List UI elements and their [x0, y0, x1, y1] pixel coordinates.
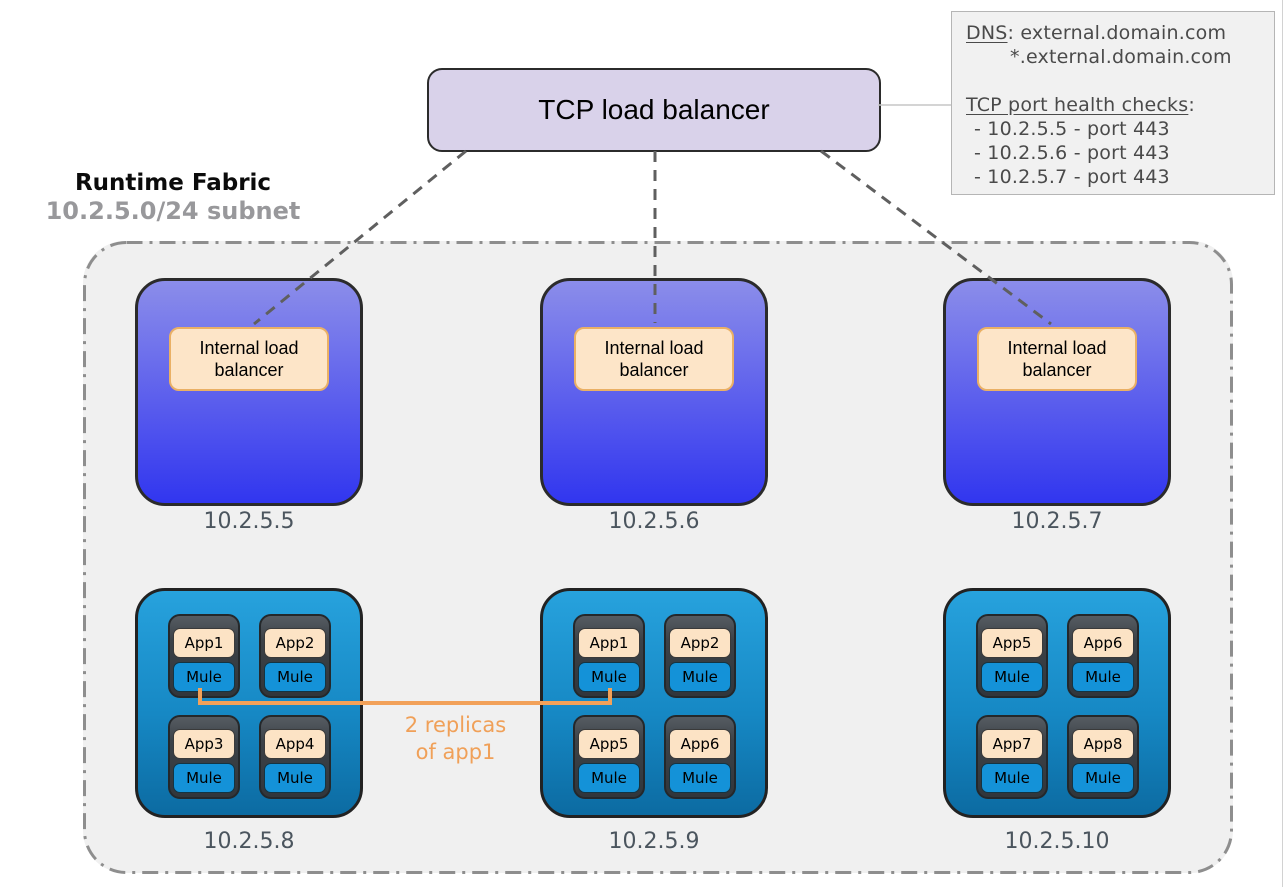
app-container: App5 Mule: [573, 715, 645, 799]
lb-node-10-2-5-7: Internal load balancer: [943, 278, 1171, 506]
app-container: App8 Mule: [1067, 715, 1139, 799]
mule-runtime-tile: Mule: [669, 763, 731, 793]
app-tile: App2: [669, 628, 731, 658]
canvas-right-edge: [1282, 0, 1283, 887]
worker-node-10-2-5-9: App1 Mule App2 Mule App5 Mule App6 Mule: [540, 588, 768, 818]
internal-lb-label: Internal load balancer: [199, 338, 299, 380]
mule-runtime-tile: Mule: [264, 662, 326, 692]
app-tile: App5: [578, 729, 640, 759]
health-checks-colon: :: [1188, 94, 1195, 116]
app-container: App6 Mule: [1067, 614, 1139, 698]
dns-value: : external.domain.com: [1007, 22, 1227, 44]
app-container: App1 Mule: [573, 614, 645, 698]
app-tile: App1: [173, 628, 235, 658]
app-container: App1 Mule: [168, 614, 240, 698]
mule-runtime-tile: Mule: [578, 662, 640, 692]
app-container: App2 Mule: [259, 614, 331, 698]
mule-runtime-tile: Mule: [173, 763, 235, 793]
mule-runtime-tile: Mule: [1072, 662, 1134, 692]
internal-lb-label: Internal load balancer: [604, 338, 704, 380]
health-check-item: - 10.2.5.7 - port 443: [974, 166, 1170, 188]
app-tile: App1: [578, 628, 640, 658]
internal-lb-chip: Internal load balancer: [169, 327, 329, 391]
dns-wildcard-line: *.external.domain.com: [1010, 46, 1232, 68]
app-container: App5 Mule: [976, 614, 1048, 698]
mule-runtime-tile: Mule: [578, 763, 640, 793]
fabric-subnet-label: 10.2.5.0/24 subnet: [45, 197, 301, 225]
worker-node-10-2-5-10: App5 Mule App6 Mule App7 Mule App8 Mule: [943, 588, 1171, 818]
dns-label: DNS: [966, 22, 1008, 44]
mule-runtime-tile: Mule: [981, 662, 1043, 692]
app-tile: App3: [173, 729, 235, 759]
app-tile: App4: [264, 729, 326, 759]
app-container: App7 Mule: [976, 715, 1048, 799]
node-ip-label: 10.2.5.6: [608, 509, 700, 534]
fabric-title: Runtime Fabric: [74, 170, 272, 196]
internal-lb-label: Internal load balancer: [1007, 338, 1107, 380]
lb-node-10-2-5-5: Internal load balancer: [135, 278, 363, 506]
mule-runtime-tile: Mule: [173, 662, 235, 692]
health-check-item: - 10.2.5.5 - port 443: [974, 118, 1170, 140]
worker-node-10-2-5-8: App1 Mule App2 Mule App3 Mule App4 Mule: [135, 588, 363, 818]
dns-callout-box: DNS: external.domain.com *.external.doma…: [951, 11, 1275, 195]
app-tile: App8: [1072, 729, 1134, 759]
node-ip-label: 10.2.5.5: [203, 509, 295, 534]
app-container: App3 Mule: [168, 715, 240, 799]
app-tile: App6: [1072, 628, 1134, 658]
internal-lb-chip: Internal load balancer: [977, 327, 1137, 391]
mule-runtime-tile: Mule: [1072, 763, 1134, 793]
app-tile: App5: [981, 628, 1043, 658]
health-check-item: - 10.2.5.6 - port 443: [974, 142, 1170, 164]
tcp-load-balancer-label: TCP load balancer: [538, 94, 770, 125]
app-tile: App6: [669, 729, 731, 759]
replica-annotation-line1: 2 replicas: [404, 713, 507, 737]
dns-line: DNS: external.domain.com: [966, 21, 1274, 45]
mule-runtime-tile: Mule: [669, 662, 731, 692]
health-checks-label: TCP port health checks: [966, 94, 1189, 116]
tcp-load-balancer-node: TCP load balancer: [427, 68, 881, 152]
node-ip-label: 10.2.5.7: [1011, 509, 1103, 534]
app-tile: App7: [981, 729, 1043, 759]
node-ip-label: 10.2.5.9: [608, 829, 700, 854]
node-ip-label: 10.2.5.10: [1004, 829, 1110, 854]
app-container: App6 Mule: [664, 715, 736, 799]
callout-spacer: [966, 69, 1274, 93]
replica-annotation-line2: of app1: [415, 740, 496, 764]
fabric-heading: Runtime Fabric 10.2.5.0/24 subnet: [28, 170, 318, 226]
app-tile: App2: [264, 628, 326, 658]
mule-runtime-tile: Mule: [981, 763, 1043, 793]
replica-annotation: 2 replicas of app1: [373, 712, 538, 766]
internal-lb-chip: Internal load balancer: [574, 327, 734, 391]
app-container: App2 Mule: [664, 614, 736, 698]
lb-node-10-2-5-6: Internal load balancer: [540, 278, 768, 506]
health-checks-heading: TCP port health checks:: [966, 93, 1274, 117]
app-container: App4 Mule: [259, 715, 331, 799]
mule-runtime-tile: Mule: [264, 763, 326, 793]
node-ip-label: 10.2.5.8: [203, 829, 295, 854]
